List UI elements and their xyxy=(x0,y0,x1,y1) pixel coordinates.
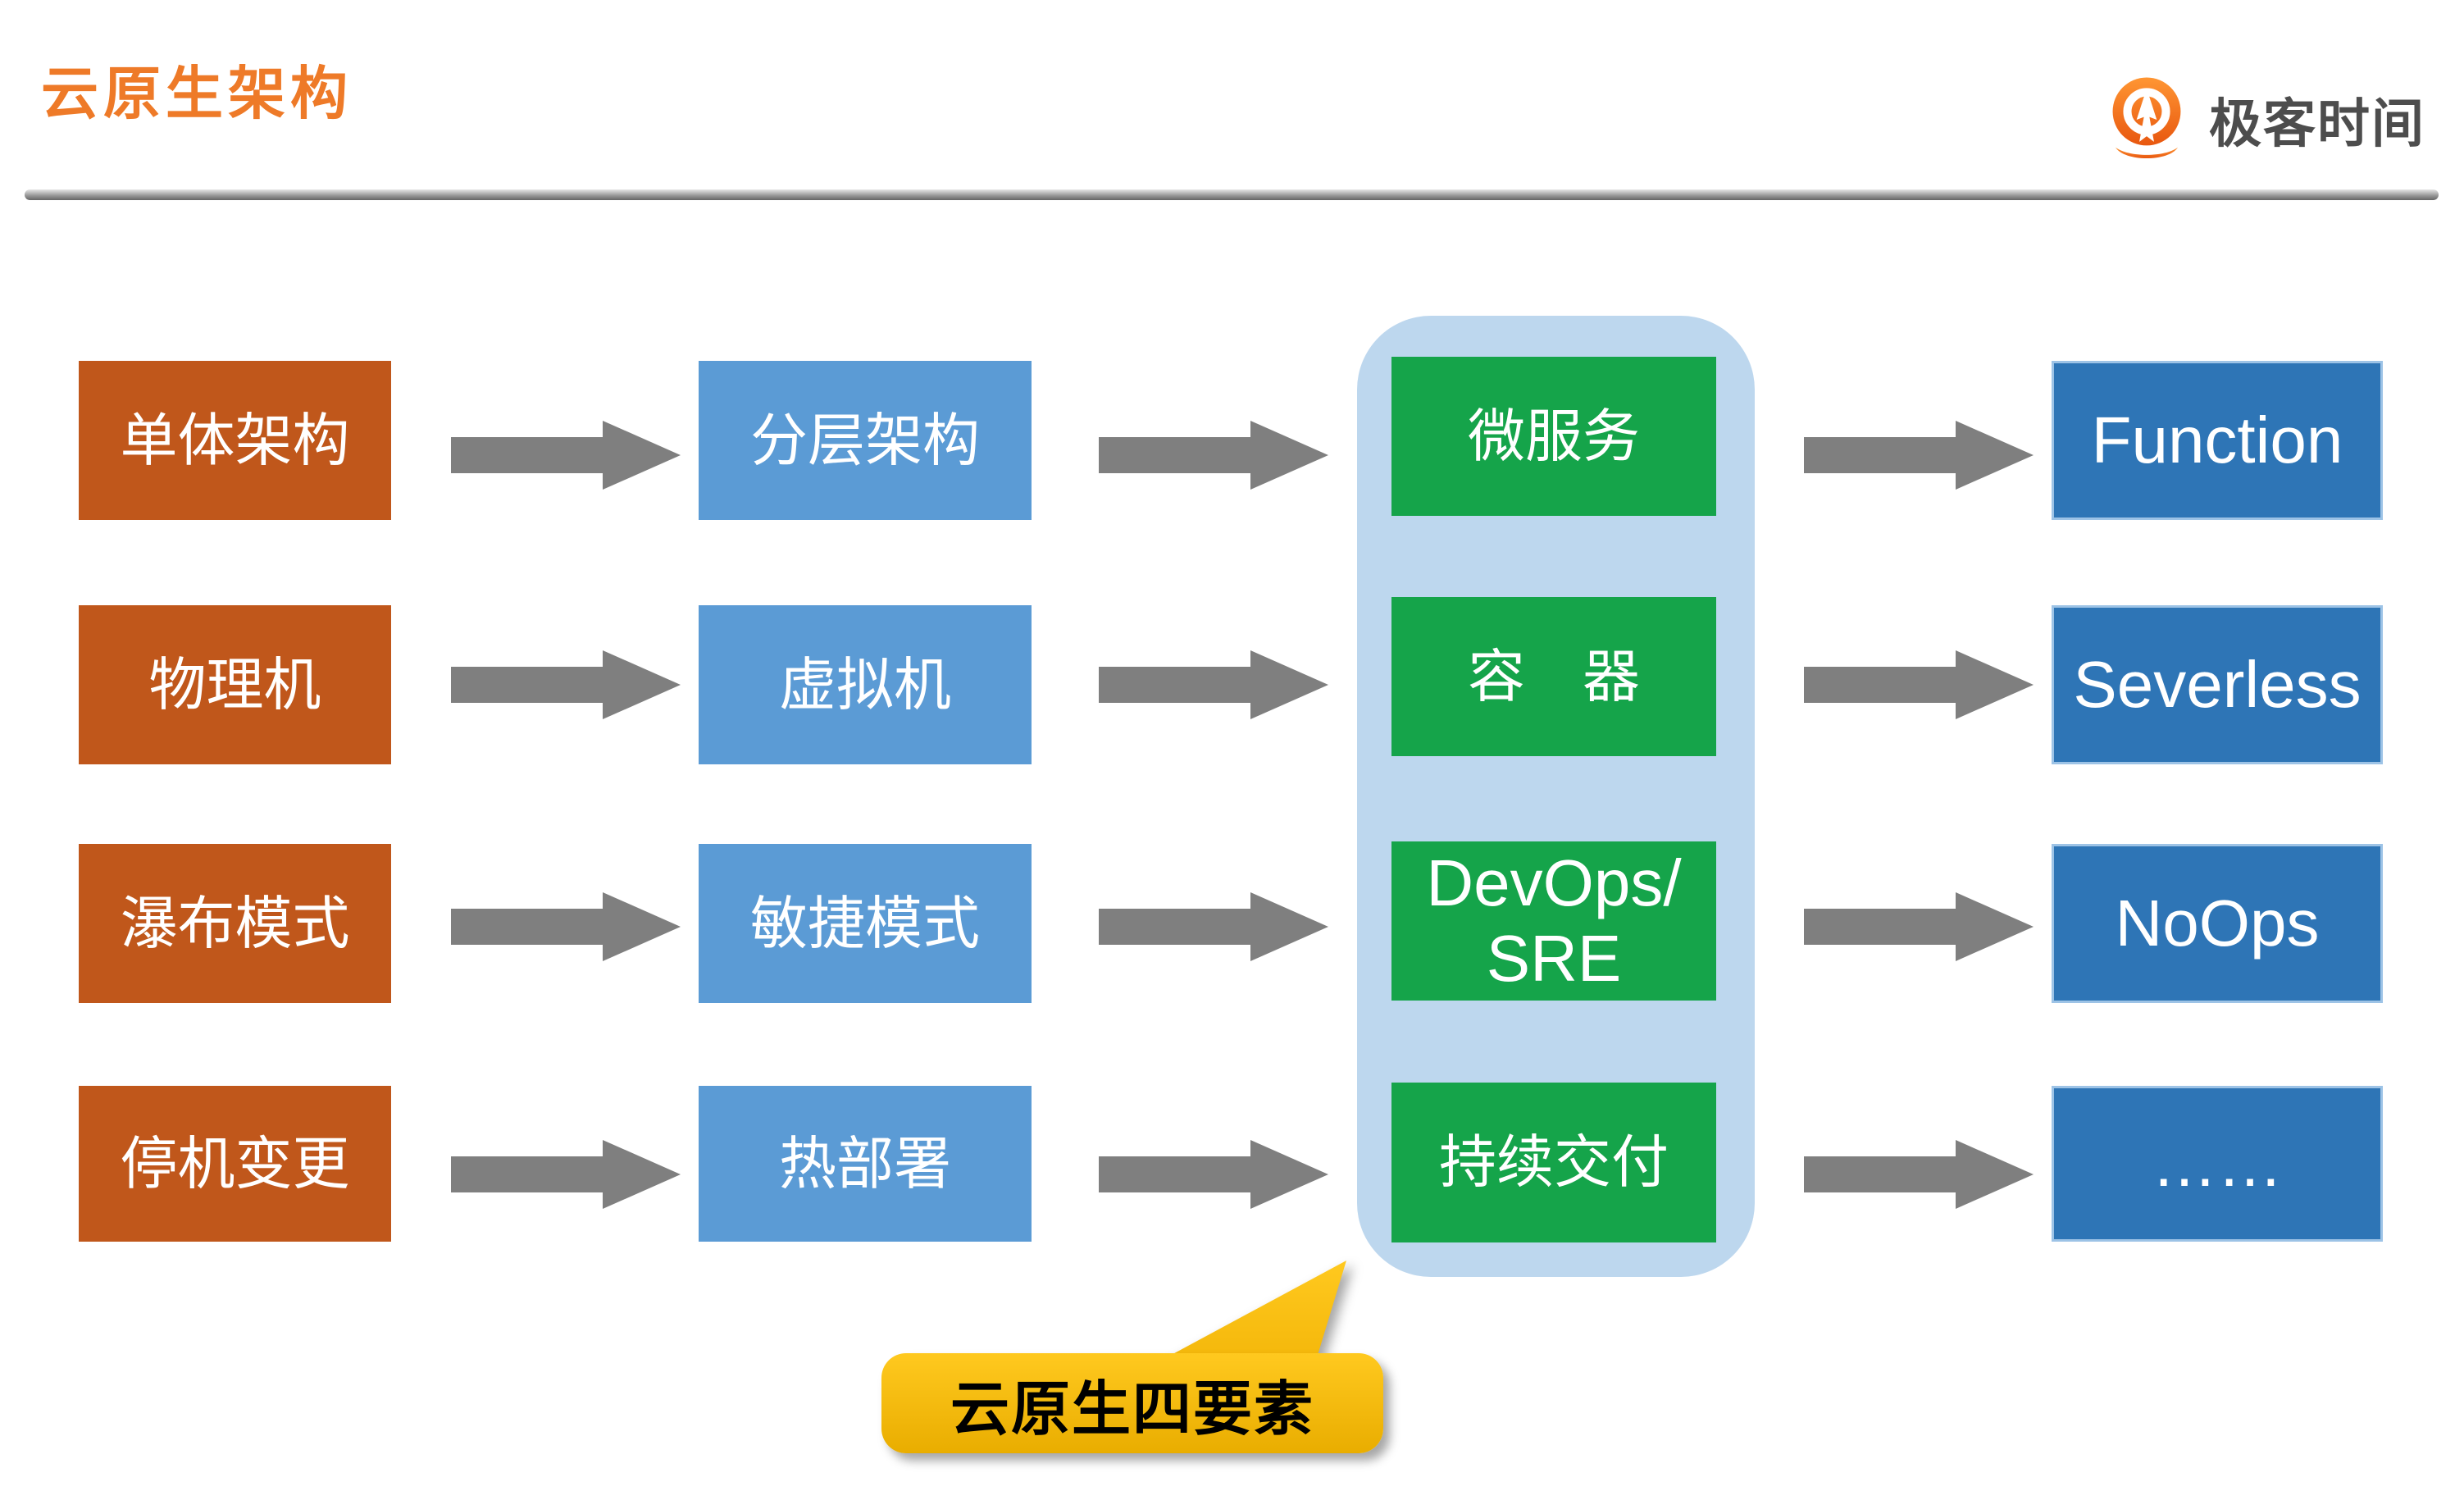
box-virtual-machine: 虚拟机 xyxy=(699,605,1032,764)
box-hot-deployment: 热部署 xyxy=(699,1086,1032,1242)
header-divider xyxy=(25,189,2439,200)
box-physical-machine: 物理机 xyxy=(79,605,391,764)
box-continuous-delivery: 持续交付 xyxy=(1391,1083,1716,1242)
flow-arrow-r2-c3 xyxy=(1804,650,2034,719)
box-serverless: Severless xyxy=(2052,605,2383,764)
flow-arrow-r1-c1 xyxy=(451,421,681,490)
flow-arrow-r4-c3 xyxy=(1804,1140,2034,1209)
box-ellipsis: …… xyxy=(2052,1086,2383,1242)
flow-arrow-r1-c3 xyxy=(1804,421,2034,490)
flow-arrow-r3-c1 xyxy=(451,892,681,961)
box-waterfall-model: 瀑布模式 xyxy=(79,844,391,1003)
flow-arrow-r3-c3 xyxy=(1804,892,2034,961)
callout-tail xyxy=(1156,1261,1346,1363)
page-title: 云原生架构 xyxy=(41,62,353,125)
flow-arrow-r4-c1 xyxy=(451,1140,681,1209)
box-layered-arch: 分层架构 xyxy=(699,361,1032,520)
flow-arrow-r2-c2 xyxy=(1099,650,1328,719)
box-downtime-change: 停机变更 xyxy=(79,1086,391,1242)
flow-arrow-r4-c2 xyxy=(1099,1140,1328,1209)
flow-arrow-r1-c2 xyxy=(1099,421,1328,490)
box-agile-model: 敏捷模式 xyxy=(699,844,1032,1003)
box-devops-sre: DevOps/ SRE xyxy=(1391,841,1716,1001)
logo-text: 极客时间 xyxy=(2209,94,2425,153)
flow-arrow-r3-c2 xyxy=(1099,892,1328,961)
box-noops: NoOps xyxy=(2052,844,2383,1003)
box-container: 容 器 xyxy=(1391,597,1716,756)
geektime-logo: 极客时间 xyxy=(2101,70,2425,170)
box-function: Function xyxy=(2052,361,2383,520)
geektime-q-icon xyxy=(2112,77,2181,159)
box-monolithic-arch: 单体架构 xyxy=(79,361,391,520)
box-microservices: 微服务 xyxy=(1391,357,1716,516)
flow-arrow-r2-c1 xyxy=(451,650,681,719)
callout-cloud-native-four-elements: 云原生四要素 xyxy=(881,1353,1383,1453)
